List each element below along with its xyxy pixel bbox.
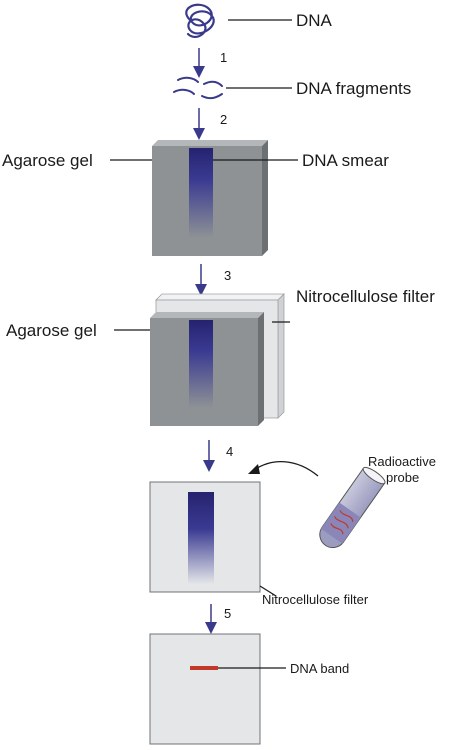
step-2-label: 2: [220, 112, 227, 127]
dna-smear-filter: [188, 492, 214, 584]
radioactive-probe-label-line2: probe: [386, 470, 419, 485]
dna-label: DNA: [296, 11, 333, 30]
filter2-pointer-line: [259, 585, 277, 597]
dna-band-label: DNA band: [290, 661, 349, 676]
agarose-gel-label-2: Agarose gel: [6, 321, 97, 340]
step-3-label: 3: [224, 268, 231, 283]
agarose-gel-label-1: Agarose gel: [2, 151, 93, 170]
final-filter: [149, 633, 261, 745]
dna-smear-2: [189, 320, 213, 408]
dna-fragments-label: DNA fragments: [296, 79, 411, 98]
radioactive-probe-label-line1: Radioactive: [368, 454, 436, 469]
probe-tube: [319, 466, 386, 549]
probe-curved-arrow: [253, 460, 319, 477]
step-4-label: 4: [226, 444, 233, 459]
dna-coil: [185, 3, 215, 39]
step-5-label: 5: [224, 606, 231, 621]
dna-smear-1: [189, 148, 213, 238]
nitrocellulose-filter-label-1: Nitrocellulose filter: [296, 287, 435, 306]
dna-fragments: [173, 76, 223, 100]
step-1-label: 1: [220, 50, 227, 65]
probe-curved-arrowhead: [248, 464, 260, 474]
dna-band: [190, 666, 218, 670]
dna-smear-label: DNA smear: [302, 151, 389, 170]
nitrocellulose-filter-label-2: Nitrocellulose filter: [262, 592, 369, 607]
